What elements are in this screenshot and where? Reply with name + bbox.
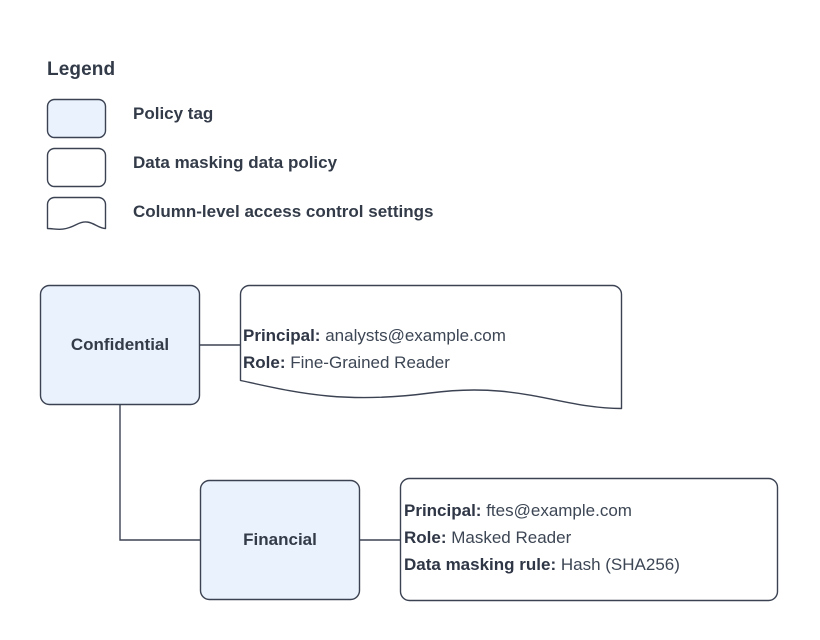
callout-financial[interactable] [399, 477, 779, 602]
connector-confidential-to-financial [119, 405, 200, 541]
callout-line-value: analysts@example.com [325, 326, 506, 345]
legend-title: Legend [47, 59, 116, 80]
callout-line-key: Principal: [404, 501, 482, 520]
node-financial[interactable] [199, 479, 361, 601]
callout-line: Role: Masked Reader [404, 524, 680, 551]
callout-line: Role: Fine-Grained Reader [243, 349, 506, 376]
legend-item-data-masking-policy-label: Data masking data policy [133, 153, 338, 172]
callout-line-key: Principal: [243, 326, 321, 345]
callout-confidential[interactable] [239, 284, 623, 410]
column-access-settings-swatch [46, 196, 107, 231]
callout-line-value: Hash (SHA256) [560, 555, 680, 574]
legend-item-column-access-settings-label: Column-level access control settings [133, 202, 434, 221]
policy-tag-swatch [46, 98, 107, 139]
callout-line-key: Data masking rule: [404, 555, 557, 574]
node-financial-label: Financial [243, 530, 317, 549]
callout-financial-text: Principal: ftes@example.com Role: Masked… [404, 497, 680, 578]
callout-line: Data masking rule: Hash (SHA256) [404, 551, 680, 578]
callout-line-key: Role: [404, 528, 447, 547]
callout-line-value: ftes@example.com [486, 501, 632, 520]
callout-line-key: Role: [243, 353, 286, 372]
node-confidential[interactable] [39, 284, 201, 406]
node-confidential-label: Confidential [70, 335, 170, 354]
callout-line-value: Fine-Grained Reader [290, 353, 450, 372]
data-masking-policy-swatch [46, 147, 107, 188]
legend-item-policy-tag-label: Policy tag [133, 104, 214, 123]
callout-line: Principal: analysts@example.com [243, 322, 506, 349]
callout-confidential-text: Principal: analysts@example.com Role: Fi… [243, 322, 506, 376]
callout-line: Principal: ftes@example.com [404, 497, 680, 524]
callout-line-value: Masked Reader [451, 528, 572, 547]
